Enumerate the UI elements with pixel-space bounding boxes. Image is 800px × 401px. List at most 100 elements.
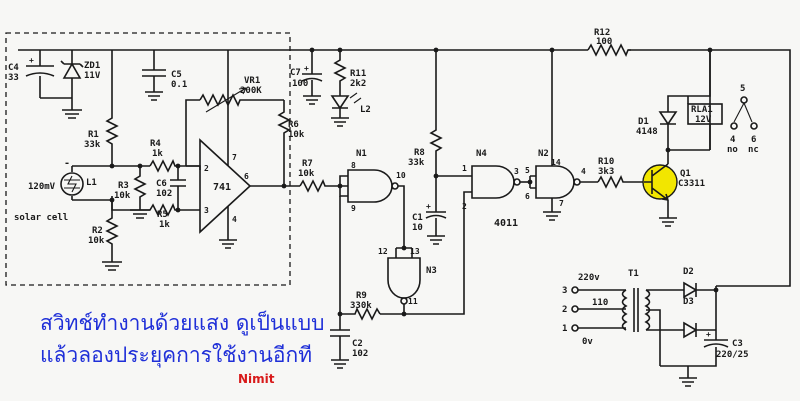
c3-capacitor <box>660 339 729 367</box>
rla1-wires <box>687 50 711 150</box>
t1-ref: T1 <box>628 269 639 279</box>
t1-in2-pin: 2 <box>562 305 567 315</box>
r5-ref: R5 <box>157 210 168 220</box>
author-credit: Nimit <box>238 372 275 386</box>
gate-n4-bubble <box>513 178 521 186</box>
r7-resistor <box>299 179 348 193</box>
n3-pin-b: 13 <box>410 247 420 256</box>
node-r8-c1 <box>433 173 439 179</box>
c4-ref: C4 <box>8 63 19 73</box>
q1-collector <box>667 149 710 164</box>
n2-pin-vdd: 14 <box>551 158 561 167</box>
relay-contact-arm <box>733 102 753 123</box>
zd1-ref: ZD1 <box>84 61 100 71</box>
n2-pin-vss: 7 <box>559 199 564 208</box>
relay-terminal-no <box>730 122 738 130</box>
r2-ref: R2 <box>92 226 103 236</box>
c1-plus: + <box>426 202 431 211</box>
node-c7 <box>309 47 315 53</box>
t1-in2-v: 110 <box>592 298 608 308</box>
d3-ref: D3 <box>683 297 694 307</box>
c5-capacitor <box>142 50 166 101</box>
r11-value: 2k2 <box>350 79 366 89</box>
r11-resistor <box>333 50 347 96</box>
c2-value: 102 <box>352 349 368 359</box>
t1-terminal-2 <box>571 305 579 313</box>
n1-pin-b: 9 <box>351 204 356 213</box>
opamp-feedback <box>185 99 200 167</box>
node-n2-in <box>527 179 533 185</box>
rla1-ref: RLA1 <box>691 105 713 115</box>
r3-ref: R3 <box>118 181 129 191</box>
node-n3-out <box>401 311 407 317</box>
zd1-value: 11V <box>84 71 101 81</box>
d1-ref: D1 <box>638 117 649 127</box>
c5-ref: C5 <box>171 70 182 80</box>
r8-value: 33k <box>408 158 425 168</box>
opamp-pin-minus: 2 <box>204 164 209 173</box>
vr1-arrow <box>205 87 247 113</box>
node-r9-c2 <box>337 311 343 317</box>
node-c6-top <box>175 163 181 169</box>
r10-value: 3k3 <box>598 167 614 177</box>
n1-ref: N1 <box>356 149 367 159</box>
c2-ref: C2 <box>352 339 363 349</box>
r6-ref: R6 <box>288 120 299 130</box>
node-n1-in <box>337 183 343 189</box>
r4-ref: R4 <box>150 139 161 149</box>
q1-symbol <box>644 163 669 201</box>
sensor-board-outline <box>5 32 291 286</box>
l2-ref: L2 <box>360 105 371 115</box>
relay-nc-label: nc <box>748 145 759 155</box>
l2-led <box>330 95 350 127</box>
c4-value: 33 <box>8 73 19 83</box>
r10-resistor <box>597 175 644 189</box>
d2-diode <box>683 281 716 299</box>
n2-pin-out: 4 <box>581 167 586 176</box>
gnd-c4 <box>40 97 82 119</box>
node-opamp-out <box>281 183 287 189</box>
c7-plus: + <box>304 64 309 73</box>
c6-capacitor <box>170 166 186 210</box>
c6-ref: C6 <box>156 179 167 189</box>
r4-value: 1k <box>152 149 163 159</box>
n4-in-b <box>463 191 472 204</box>
t1-primary-taps <box>578 289 626 329</box>
relay-terminal-common <box>740 96 748 104</box>
l1-value: 120mV <box>28 182 56 192</box>
n3-pin-out: 11 <box>408 297 418 306</box>
ic-4011: 4011 <box>494 218 518 229</box>
n4-ref: N4 <box>476 149 487 159</box>
vr1-ref: VR1 <box>244 76 260 86</box>
c7-ref: C7 <box>290 68 301 78</box>
t1-in3-v: 220v <box>578 273 600 283</box>
r5-resistor <box>111 200 200 217</box>
node-r8-top <box>433 47 439 53</box>
n2-pin-b: 6 <box>525 192 530 201</box>
r12-resistor <box>587 43 631 57</box>
r10-ref: R10 <box>598 157 614 167</box>
c3-ref: C3 <box>732 339 743 349</box>
gate-n1 <box>347 169 393 203</box>
t1-terminal-1 <box>571 324 579 332</box>
n1-pin-out: 10 <box>396 171 406 180</box>
r12-value: 100 <box>596 37 612 47</box>
t1-terminal-3 <box>571 286 579 294</box>
opamp-741 <box>199 138 252 234</box>
n4-pin-b: 2 <box>462 202 467 211</box>
q1-value: C3311 <box>678 179 705 189</box>
node-d1 <box>665 147 671 153</box>
gate-n3-bubble <box>400 297 408 305</box>
node-n2-vdd <box>549 47 555 53</box>
c4-plus: + <box>29 56 34 65</box>
relay-terminal-nc <box>750 122 758 130</box>
gate-n2-bubble <box>573 178 581 186</box>
n4-pin-out: 3 <box>514 167 519 176</box>
r8-ref: R8 <box>414 148 425 158</box>
l1-note: solar cell <box>14 213 68 223</box>
relay-no-label: no <box>727 145 738 155</box>
caption-line-1: สวิทช์ทำงานด้วยแสง ดูเป็นแบบ <box>40 309 324 336</box>
r9-value: 330k <box>350 301 372 311</box>
relay-no-pin: 4 <box>730 135 736 145</box>
supply-rail <box>18 49 711 150</box>
